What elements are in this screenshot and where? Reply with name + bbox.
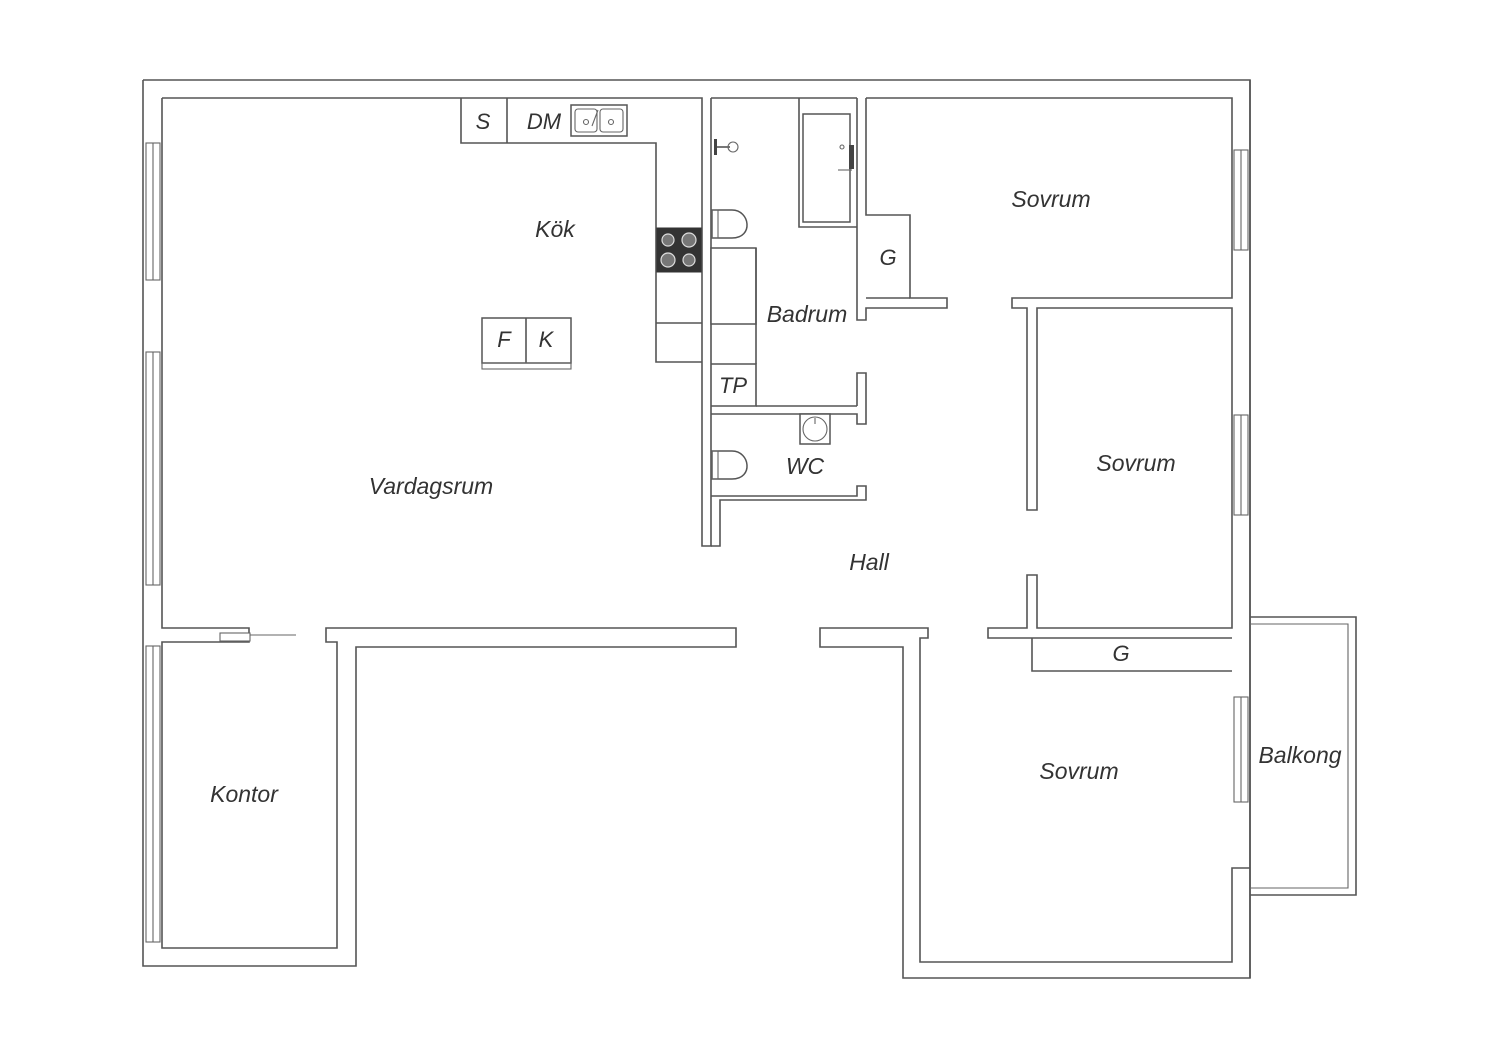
room-label-balkong: Balkong bbox=[1258, 742, 1341, 768]
toilet-wc bbox=[711, 450, 748, 480]
room-label-wc: WC bbox=[786, 453, 825, 479]
room-label-sovrum-1: Sovrum bbox=[1011, 186, 1090, 212]
kitchen bbox=[460, 98, 702, 370]
shower-icon bbox=[727, 141, 739, 153]
room-label-vardagsrum: Vardagsrum bbox=[369, 473, 493, 499]
room-label-badrum: Badrum bbox=[767, 301, 848, 327]
label-g-1: G bbox=[879, 245, 896, 270]
label-s: S bbox=[476, 109, 491, 134]
door-kontor bbox=[219, 632, 251, 642]
room-label-hall: Hall bbox=[849, 549, 890, 575]
room-label-kontor: Kontor bbox=[210, 781, 279, 807]
room-label-sovrum-3: Sovrum bbox=[1039, 758, 1118, 784]
bathroom bbox=[710, 98, 948, 547]
label-k: K bbox=[539, 327, 555, 352]
bath-tap-icon bbox=[849, 145, 854, 169]
label-f: F bbox=[497, 327, 512, 352]
kitchen-sink bbox=[570, 104, 628, 137]
bathtub bbox=[802, 113, 851, 223]
toilet-badrum bbox=[711, 209, 748, 239]
label-tp: TP bbox=[719, 373, 747, 398]
room-label-sovrum-2: Sovrum bbox=[1096, 450, 1175, 476]
bathroom-vanity bbox=[710, 247, 757, 325]
label-dm: DM bbox=[527, 109, 562, 134]
label-g-2: G bbox=[1112, 641, 1129, 666]
room-label-kok: Kök bbox=[535, 216, 576, 242]
outer-walls bbox=[142, 79, 1357, 979]
windows bbox=[145, 142, 1249, 943]
wardrobe-lower bbox=[1031, 638, 1232, 672]
